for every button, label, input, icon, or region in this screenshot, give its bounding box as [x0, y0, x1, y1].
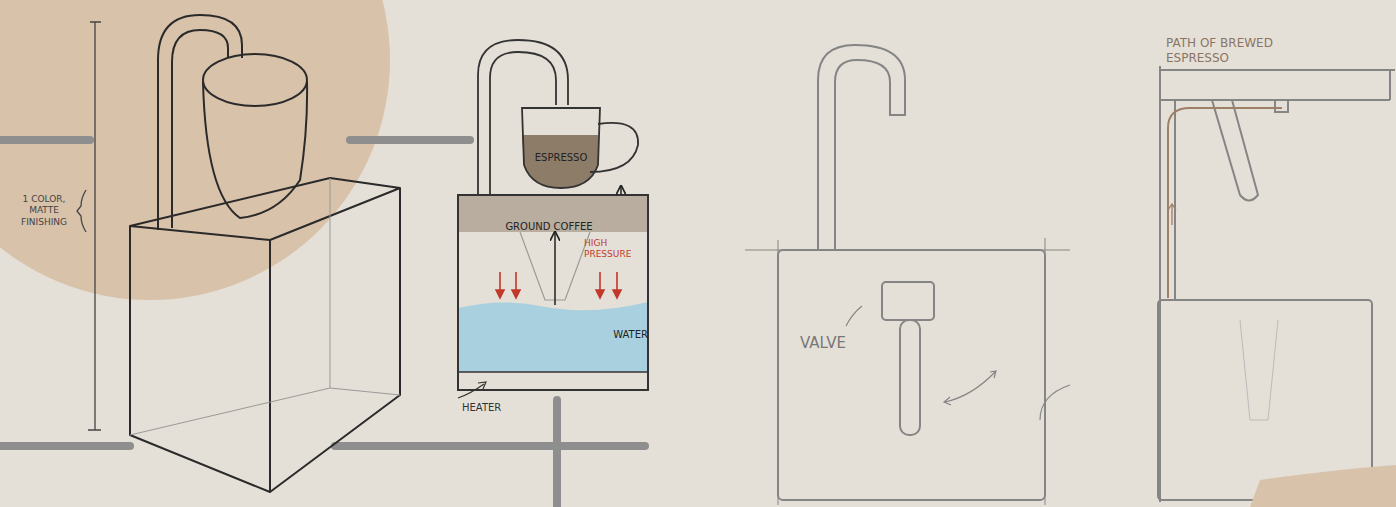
- espresso-cup: ESPRESSO: [524, 128, 598, 186]
- construction-lines: [130, 178, 400, 435]
- finish-note: 1 COLOR, MATTE FINISHING: [14, 194, 74, 228]
- backdrop-circle: [0, 0, 390, 300]
- path-note: PATH OF BREWED ESPRESSO: [1166, 36, 1336, 66]
- machine-perspective: [130, 15, 400, 492]
- dimension-bracket: [77, 22, 101, 430]
- ground-coffee-band: GROUND COFFEE: [458, 195, 648, 232]
- pressure-note: HIGH PRESSURE: [584, 238, 648, 261]
- flow-arrow: [554, 232, 556, 305]
- machine-section: [458, 40, 648, 398]
- node-text: WATER: [613, 329, 648, 340]
- water-chamber: WATER: [458, 305, 648, 370]
- flow-arrow: [620, 186, 622, 195]
- machine-front: [745, 45, 1070, 505]
- node-text: GROUND COFFEE: [505, 221, 592, 232]
- node-text: ESPRESSO: [535, 152, 588, 163]
- machine-side: [1158, 66, 1396, 507]
- valve-label: VALVE: [800, 334, 846, 353]
- heater-label: HEATER: [462, 402, 501, 415]
